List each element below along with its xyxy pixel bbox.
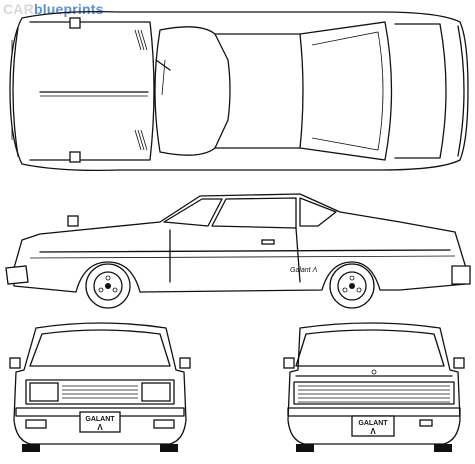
top-roof: [214, 33, 304, 149]
watermark-car: CAR: [3, 1, 34, 17]
side-door-handle: [261, 239, 275, 245]
rear-window: [295, 329, 445, 367]
side-rear-wheel: [329, 263, 375, 309]
front-plate-line2: Λ: [97, 423, 103, 432]
top-front-bumper: [12, 27, 19, 157]
rear-body-outline: [287, 322, 461, 445]
side-body-outline: [13, 193, 467, 293]
top-windshield: [154, 26, 231, 156]
front-mirror-right: [179, 357, 191, 369]
rear-exhaust: [419, 419, 433, 427]
side-view: Galant Λ: [5, 193, 471, 309]
side-door-line: [169, 227, 301, 283]
side-badge: Galant Λ: [290, 267, 318, 274]
side-mirror: [67, 215, 79, 227]
front-fog-right: [153, 419, 175, 429]
rear-taillights: [293, 381, 455, 405]
front-headlight-left: [29, 382, 59, 402]
front-view: GALANT Λ: [9, 322, 191, 452]
rear-plate: [351, 415, 395, 437]
top-body-outline: [9, 10, 469, 172]
front-fog-left: [25, 419, 47, 429]
side-window: [211, 197, 297, 229]
front-mirror-left: [9, 357, 21, 369]
side-front-wheel: [85, 263, 131, 309]
rear-mirror-left: [283, 357, 295, 369]
front-windshield: [29, 329, 171, 367]
rear-plate-line2: Λ: [370, 427, 376, 436]
side-front-bumper: [5, 265, 29, 285]
top-view: [9, 10, 469, 172]
side-windshield: [163, 198, 223, 227]
front-plate: [79, 411, 121, 433]
top-rear-bumper: [457, 25, 465, 157]
front-tire-right: [160, 444, 178, 452]
top-hood-line: [29, 21, 155, 161]
rear-bumper: [287, 407, 461, 417]
front-body-outline: [13, 322, 187, 445]
front-grille: [25, 379, 175, 405]
rear-mirror-right: [453, 357, 465, 369]
rear-tire-right: [434, 444, 452, 452]
top-mirror-left: [69, 17, 81, 29]
top-hood-vents: [134, 29, 148, 151]
top-mirror-right: [69, 151, 81, 163]
side-rear-bumper: [451, 265, 471, 285]
rear-tire-left: [296, 444, 314, 452]
side-rear-window: [299, 197, 337, 227]
rear-emblem: [371, 369, 377, 375]
rear-view: GALANT Λ: [283, 322, 465, 452]
top-rear-window: [299, 21, 393, 161]
front-plate-line1: GALANT: [85, 416, 115, 423]
front-headlight-right: [141, 382, 171, 402]
front-tire-left: [22, 444, 40, 452]
top-trunk: [394, 23, 447, 159]
rear-plate-line1: GALANT: [358, 420, 388, 427]
